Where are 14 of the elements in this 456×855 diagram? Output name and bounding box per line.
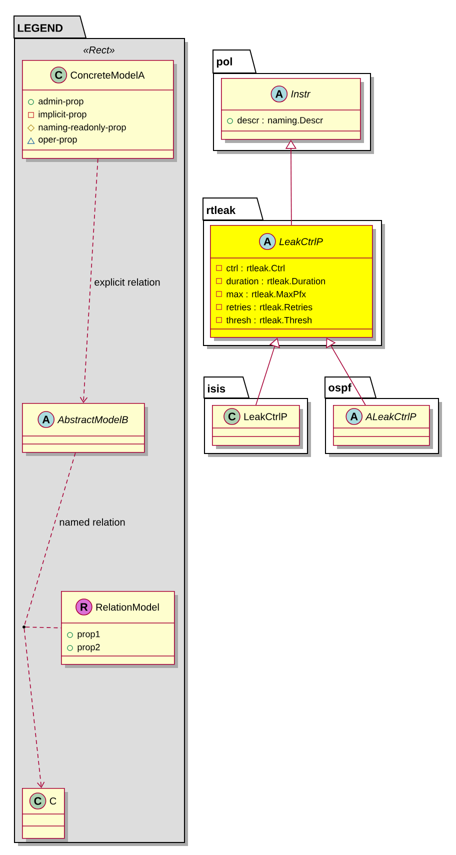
- class-name: ALeakCtrlP: [365, 412, 416, 420]
- attribute: descr : naming.Descr: [238, 116, 323, 126]
- class-name: LeakCtrlP: [244, 412, 287, 420]
- class-name: Instr: [291, 90, 311, 98]
- class-box: [210, 225, 376, 341]
- attribute: max : rtleak.MaxPfx: [226, 290, 306, 298]
- attribute: duration : rtleak.Duration: [226, 278, 325, 284]
- class-box: [212, 405, 303, 449]
- class-name: LeakCtrlP: [279, 238, 323, 246]
- attribute: ctrl : rtleak.Ctrl: [226, 264, 284, 272]
- class-box: [220, 78, 364, 143]
- class-box: [332, 405, 433, 449]
- attribute: retries : rtleak.Retries: [226, 304, 312, 310]
- attribute: thresh : rtleak.Thresh: [226, 316, 312, 324]
